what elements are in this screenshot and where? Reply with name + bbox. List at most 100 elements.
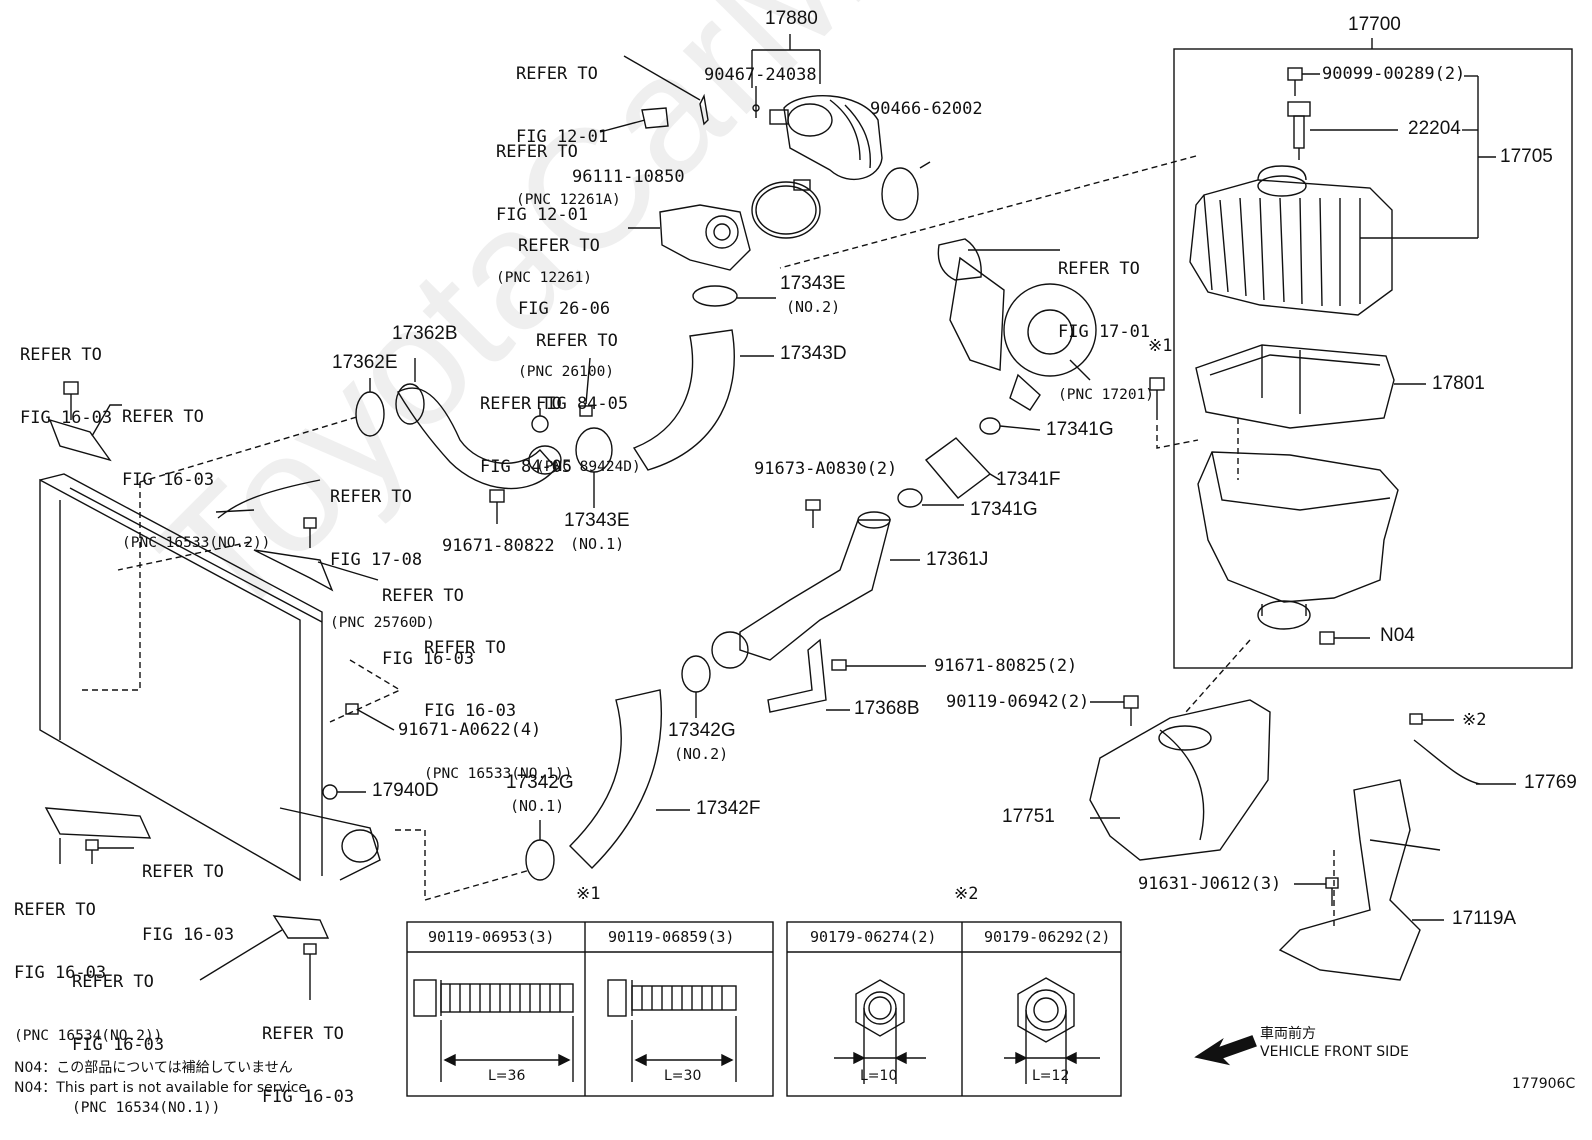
ref-pnc: (PNC 16533(NO.2)): [122, 535, 271, 551]
table-2-length-1: L=10: [860, 1068, 898, 1084]
part-96111-10850: 96111-10850: [572, 167, 685, 187]
table-1-outline: [406, 921, 774, 1097]
hose-12261-shape: [599, 107, 669, 133]
part-17342G-no2-note: (NO.2): [674, 745, 729, 763]
refer-fig-84-05-a[interactable]: REFER TO FIG 84-05 (PNC 89424D): [536, 289, 641, 499]
air-filter-element-shape: [1195, 344, 1426, 429]
front-direction-arrow: [1194, 1035, 1257, 1066]
refer-fig-16-03-e[interactable]: REFER TO FIG 16-03: [142, 820, 234, 967]
brackets-left-shapes: [44, 381, 379, 1000]
table-1-length-2: L=30: [664, 1068, 702, 1084]
ref-pnc: (PNC 16534(NO.1)): [72, 1100, 221, 1116]
part-17700: 17700: [1348, 14, 1401, 35]
part-17343D: 17343D: [780, 343, 847, 364]
clamp-17342G1-shape: [525, 839, 555, 881]
table-2-mark: ※2: [954, 884, 979, 904]
table-2-length-2: L=12: [1032, 1068, 1070, 1084]
part-91631-J0612: 91631-J0612(3): [1138, 874, 1282, 894]
ref-line: REFER TO: [516, 64, 598, 84]
part-91671-80825: 91671-80825(2): [934, 656, 1078, 676]
hose-17341-shapes: [897, 417, 1041, 508]
table-2-col-2: 90179-06292(2): [984, 928, 1111, 946]
part-17342G-no1-note: (NO.1): [510, 797, 565, 815]
table-1-col-2: 90119-06859(3): [608, 928, 735, 946]
clamp-17342G2-shape: [681, 655, 711, 693]
bracket-17119A-shape: [1278, 713, 1516, 981]
part-N04: N04: [1380, 625, 1415, 646]
bolt-x1-shape: [1149, 377, 1165, 420]
front-direction-en: VEHICLE FRONT SIDE: [1260, 1044, 1409, 1060]
refer-fig-84-05-b[interactable]: REFER TO FIG 84-05: [480, 352, 572, 499]
intercooler-shape: [39, 473, 395, 882]
table-1-mark: ※1: [576, 884, 601, 904]
table-2-col-1: 90179-06274(2): [810, 928, 937, 946]
ref-line: FIG 84-05: [536, 394, 629, 414]
ref-line: FIG 84-05: [480, 457, 573, 477]
refer-fig-16-03-g[interactable]: REFER TO FIG 16-03 (PNC 16534(NO.1)): [72, 930, 220, 1140]
x1-mark-bolt: ※1: [1148, 336, 1173, 356]
refer-fig-17-01[interactable]: REFER TO FIG 17-01 (PNC 17201): [1058, 217, 1154, 427]
ref-pnc: (PNC 16533(NO.1)): [424, 766, 573, 782]
refer-fig-16-03-d[interactable]: REFER TO FIG 16-03 (PNC 16533(NO.1)): [424, 596, 572, 806]
bolt-90099-shape: [1287, 67, 1320, 96]
part-90099-00289: 90099-00289(2): [1322, 64, 1466, 84]
refer-fig-12-01-a[interactable]: REFER TO FIG 12-01 (PNC 12261A): [516, 22, 621, 232]
dashed-leaders: [80, 155, 1335, 930]
pipe-17362B-shape: [395, 358, 562, 524]
part-17343E-no1-note: (NO.1): [570, 535, 625, 553]
ref-line: REFER TO: [382, 586, 464, 606]
ref-line: REFER TO: [122, 407, 204, 427]
clip-12261A-shape: [623, 55, 709, 126]
part-90467-24038: 90467-24038: [704, 65, 817, 85]
refer-fig-26-06[interactable]: REFER TO FIG 26-06 (PNC 26100): [518, 194, 614, 404]
sensor-22204-shape: [1287, 101, 1398, 160]
part-90466-62002: 90466-62002: [870, 99, 983, 119]
part-17880: 17880: [765, 8, 818, 29]
group-17880-bracket: [751, 34, 821, 88]
part-17751: 17751: [1002, 806, 1055, 827]
ref-pnc: (PNC 26100): [518, 364, 615, 380]
refer-fig-16-03-f[interactable]: REFER TO FIG 16-03 (PNC 16534(NO.2)): [14, 858, 162, 1068]
refer-fig-16-03-c[interactable]: REFER TO FIG 16-03: [382, 544, 474, 691]
bracket-17368B-shape: [767, 638, 926, 713]
refer-fig-16-03-h[interactable]: REFER TO FIG 16-03: [262, 982, 354, 1129]
refer-fig-16-03-b[interactable]: REFER TO FIG 16-03 (PNC 16533(NO.2)): [122, 365, 270, 575]
ref-line: REFER TO: [14, 900, 96, 920]
part-17362E: 17362E: [332, 352, 398, 373]
ref-pnc: (PNC 17201): [1058, 387, 1155, 403]
part-17769: 17769: [1524, 772, 1577, 793]
part-17342F: 17342F: [696, 798, 761, 819]
refer-fig-17-08[interactable]: REFER TO FIG 17-08 (PNC 25760D): [330, 445, 435, 655]
ref-line: FIG 16-03: [20, 408, 113, 428]
ref-pnc: (PNC 16534(NO.2)): [14, 1028, 163, 1044]
table-1-length-1: L=36: [488, 1068, 526, 1084]
ref-line: REFER TO: [72, 972, 154, 992]
part-17362B: 17362B: [392, 323, 458, 344]
ref-line: FIG 26-06: [518, 299, 611, 319]
hose-17343D-shape: [632, 329, 735, 471]
part-17341G-lower: 17341G: [970, 499, 1038, 520]
part-17343E-no2-note: (NO.2): [786, 298, 841, 316]
refer-fig-12-01-b[interactable]: REFER TO FIG 12-01 (PNC 12261): [496, 100, 592, 310]
part-17341G-upper: 17341G: [1046, 419, 1114, 440]
ring-17362E-shape: [355, 391, 385, 437]
front-direction-jp: 車両前方: [1260, 1026, 1316, 1042]
ref-line: FIG 12-01: [496, 205, 589, 225]
part-17343E-no1: 17343E: [564, 510, 630, 531]
ref-line: REFER TO: [424, 638, 506, 658]
refer-fig-16-03-a[interactable]: REFER TO FIG 16-03: [20, 303, 112, 450]
part-17343E-no2: 17343E: [780, 273, 846, 294]
part-17342G-no2: 17342G: [668, 720, 736, 741]
part-17368B: 17368B: [854, 698, 920, 719]
ref-line: FIG 17-01: [1058, 322, 1151, 342]
part-17341F: 17341F: [996, 469, 1061, 490]
air-cleaner-cap-shape: [1189, 165, 1393, 316]
ref-line: FIG 16-03: [14, 963, 107, 983]
clamp-96111-shape: [751, 179, 821, 239]
air-cleaner-box-outline: [1173, 48, 1573, 669]
ref-line: REFER TO: [536, 331, 618, 351]
duct-17751-shape: [1089, 695, 1271, 861]
air-cleaner-case-shape: [1197, 451, 1399, 645]
ref-line: FIG 17-08: [330, 550, 423, 570]
turbocharger-shape: [937, 238, 1097, 411]
